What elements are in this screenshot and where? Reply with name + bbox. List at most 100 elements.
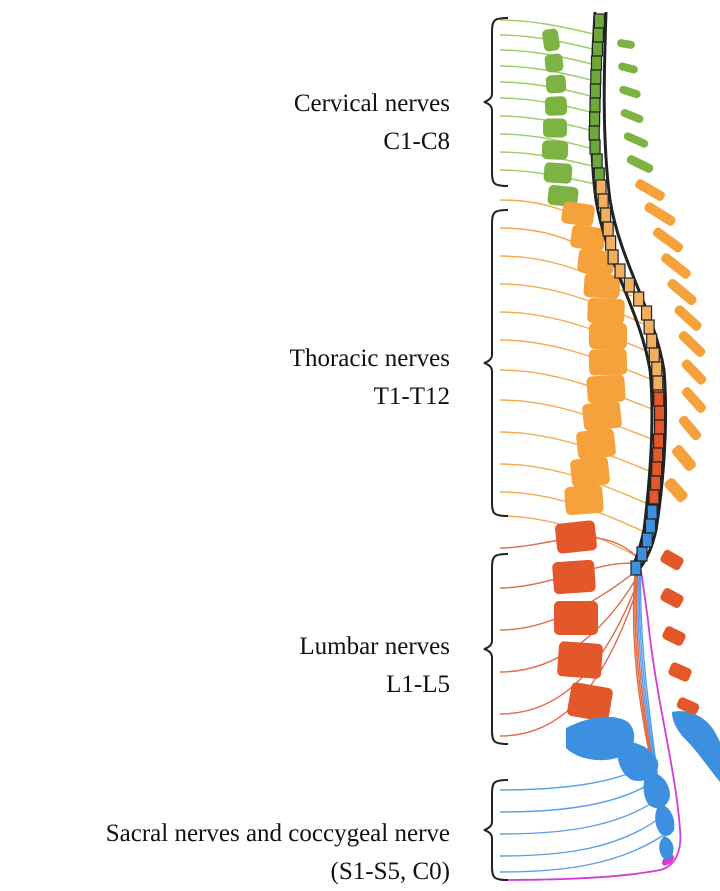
lumbar-spinous-process: [661, 625, 687, 647]
cervical-spinous-process: [617, 62, 638, 75]
thoracic-cord-segment: [647, 334, 657, 348]
thoracic-label: Thoracic nerves T1-T12: [290, 340, 450, 416]
thoracic-cord-segment: [606, 236, 616, 250]
lumbar-cord-segment: [651, 476, 661, 490]
cervical-nerve: [500, 82, 590, 96]
cervical-cord-segment: [591, 56, 601, 70]
lumbar-cord-segment: [655, 406, 665, 420]
region-brackets: [484, 18, 508, 880]
thoracic-cord-segment: [634, 292, 644, 306]
thoracic-cord-segment: [649, 348, 659, 362]
lumbar-vertebra-3: [554, 601, 598, 635]
thoracic-cord-segment: [624, 278, 634, 292]
cervical-cord-segment: [590, 84, 600, 98]
cervical-range: C1-C8: [294, 123, 450, 161]
thoracic-spinous-process: [643, 201, 677, 227]
coccyx: [659, 836, 673, 859]
lumbar-vertebra-1: [555, 520, 598, 554]
thoracic-cord-segment: [596, 180, 606, 194]
lumbar-vertebra-2: [552, 560, 596, 595]
lumbar-vertebra-4: [557, 641, 603, 679]
cervical-cord-segment: [592, 42, 602, 56]
cervical-spinous-process: [625, 154, 654, 174]
cervical-cord-segment: [591, 70, 601, 84]
cervical-nerve: [500, 98, 590, 112]
thoracic-vertebra-7: [589, 348, 628, 375]
thoracic-spinous-process: [666, 277, 698, 307]
thoracic-cord-segment: [642, 306, 652, 320]
cervical-vertebra-3: [545, 74, 566, 93]
vertebral-bodies: [542, 28, 720, 859]
cervical-nerve: [500, 66, 591, 80]
sacral-wing: [672, 711, 720, 782]
lumbar-bracket: [484, 554, 508, 744]
cervical-spinous-process: [618, 85, 641, 99]
cervical-cord-segment: [593, 28, 603, 42]
thoracic-vertebra-6: [589, 323, 627, 349]
cervical-vertebra-4: [545, 96, 568, 116]
thoracic-spinous-process: [677, 414, 703, 442]
lumbar-cord-segment: [654, 434, 664, 448]
thoracic-spinous-process: [670, 443, 697, 472]
cervical-spinous-process: [622, 131, 649, 149]
sacral-cord-segment: [631, 561, 641, 575]
sacral-cord-segment: [637, 547, 647, 561]
cervical-bracket: [484, 18, 508, 186]
sacral-nerve: [500, 778, 659, 812]
sacral-nerve: [500, 814, 665, 856]
cervical-vertebra-7: [543, 162, 572, 184]
thoracic-vertebra-9: [582, 401, 623, 432]
thoracic-name: Thoracic nerves: [290, 340, 450, 378]
thoracic-vertebra-12: [564, 485, 604, 516]
thoracic-cord-segment: [601, 208, 611, 222]
cervical-cord-segment: [590, 98, 600, 112]
cervical-spinous-process: [619, 108, 644, 124]
thoracic-spinous-process: [651, 226, 684, 254]
sacral-vertebra-3: [644, 772, 671, 808]
cervical-cord-segment: [594, 14, 604, 28]
lumbar-label: Lumbar nerves L1-L5: [299, 628, 450, 704]
cervical-name: Cervical nerves: [294, 85, 450, 123]
thoracic-spinous-process: [680, 358, 708, 387]
thoracic-spinous-process: [663, 476, 689, 503]
lumbar-cord-segment: [653, 448, 663, 462]
cervical-vertebra-1: [542, 28, 561, 52]
lumbar-cord-segment: [655, 420, 665, 434]
sacral-nerve: [500, 796, 662, 834]
cervical-label: Cervical nerves C1-C8: [294, 85, 450, 161]
sacral-nerve: [500, 832, 668, 872]
cervical-vertebra-6: [542, 140, 569, 160]
sacral-range: (S1-S5, C0): [106, 853, 450, 891]
thoracic-vertebra-10: [576, 428, 617, 460]
cervical-cord-segment: [590, 112, 600, 126]
thoracic-cord-segment: [652, 362, 662, 376]
thoracic-range: T1-T12: [290, 378, 450, 416]
cervical-spinous-process: [616, 38, 635, 49]
thoracic-vertebra-1: [561, 201, 596, 227]
cervical-cord-segment: [592, 154, 602, 168]
thoracic-cord-segment: [608, 250, 618, 264]
lumbar-cord-segment: [654, 392, 664, 406]
sacral-label: Sacral nerves and coccygeal nerve (S1-S5…: [106, 815, 450, 891]
sacral-name: Sacral nerves and coccygeal nerve: [106, 815, 450, 853]
thoracic-spinous-process: [634, 178, 667, 203]
cervical-cord-segment: [589, 126, 599, 140]
thoracic-spinous-process: [660, 252, 693, 281]
thoracic-nerve: [500, 340, 653, 380]
lumbar-name: Lumbar nerves: [299, 628, 450, 666]
lumbar-range: L1-L5: [299, 666, 450, 704]
lumbar-cord-segment: [652, 462, 662, 476]
lumbar-spinous-process: [659, 587, 685, 610]
lumbar-cord-segment: [649, 490, 659, 504]
cervical-vertebra-5: [543, 119, 567, 138]
cervical-cord-segment: [590, 140, 600, 154]
cervical-vertebra-2: [544, 53, 564, 73]
thoracic-cord-segment: [653, 376, 663, 390]
thoracic-spinous-process: [677, 329, 707, 358]
thoracic-cord-segment: [615, 264, 625, 278]
sacral-cord-segment: [647, 505, 657, 519]
lumbar-vertebra-5: [566, 682, 613, 723]
thoracic-spinous-process: [673, 304, 703, 333]
sacral-cord-segment: [642, 533, 652, 547]
thoracic-vertebra-8: [586, 374, 626, 404]
